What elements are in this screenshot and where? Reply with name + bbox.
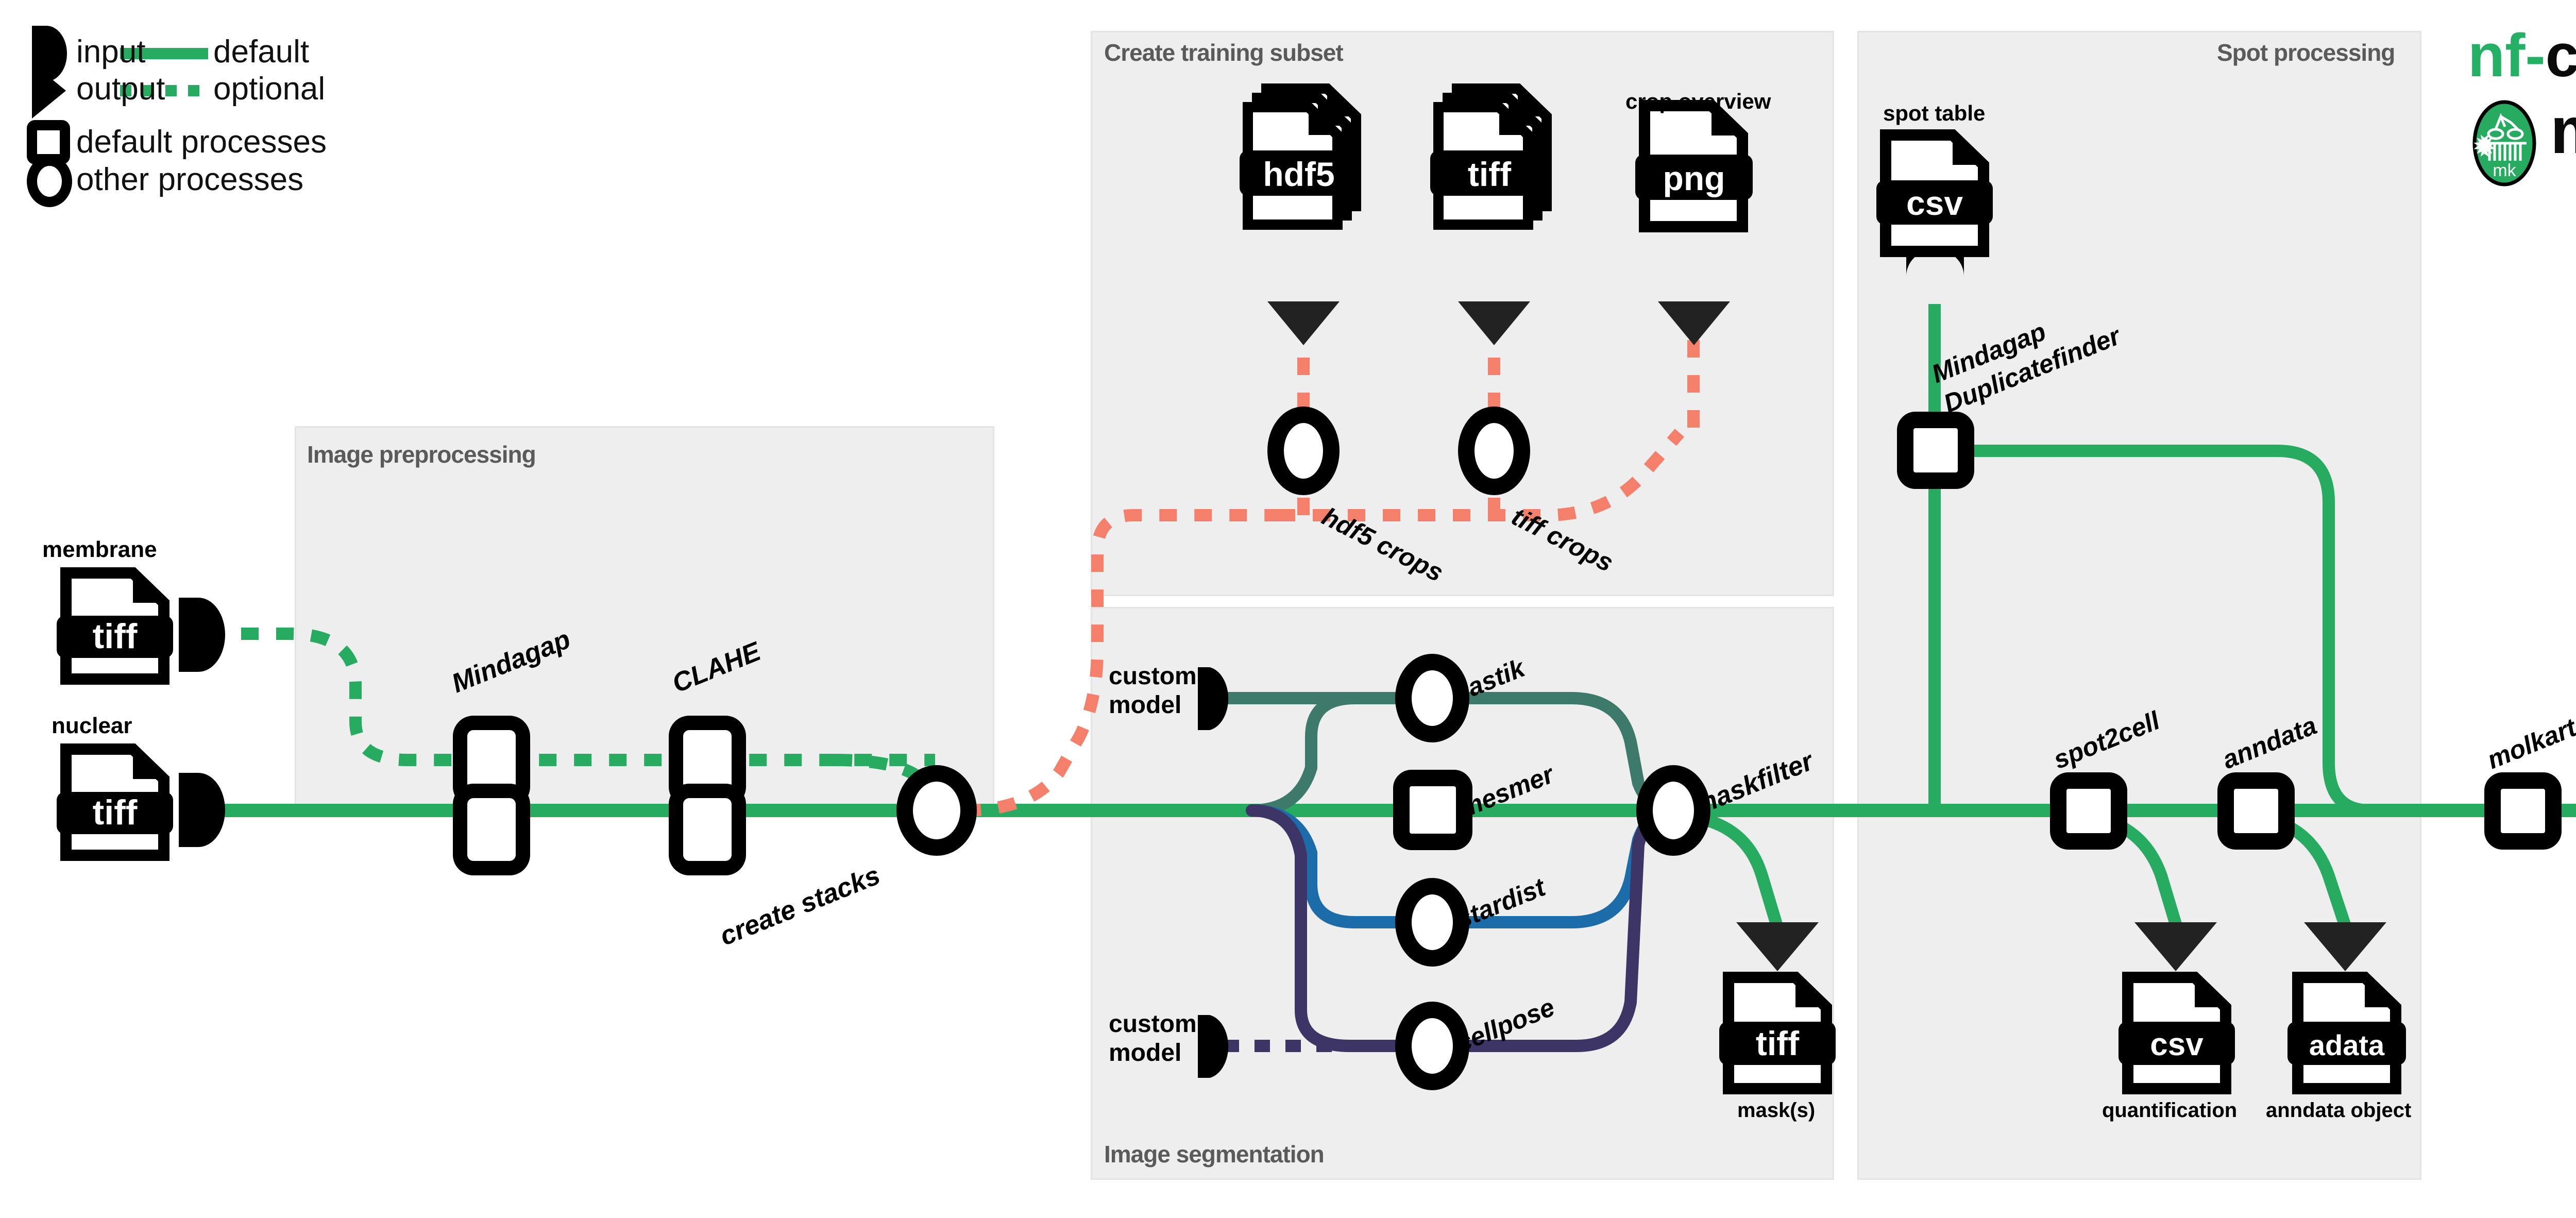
legend-default-process-icon — [27, 120, 70, 164]
file-icon-hdf5-crops: hdf5 — [1236, 77, 1376, 237]
legend-label-default-processes: default processes — [76, 124, 327, 160]
node-tiff-crops[interactable] — [1458, 407, 1530, 495]
svg-text:tiff: tiff — [1756, 1024, 1800, 1062]
svg-text:csv: csv — [1906, 184, 1963, 222]
svg-text:hdf5: hdf5 — [1263, 155, 1334, 193]
node-ilastik[interactable] — [1395, 654, 1469, 742]
legend-label-other-processes: other processes — [76, 162, 304, 197]
panel-title-image-segmentation: Image segmentation — [1104, 1141, 1325, 1168]
file-caption-membrane: membrane — [42, 537, 157, 562]
file-caption-masks: mask(s) — [1737, 1099, 1816, 1122]
legend-input-icon — [32, 26, 67, 81]
logo-molkart-text: molkart — [2550, 93, 2576, 168]
legend-label-output: output — [76, 71, 165, 107]
arrow-masks — [1736, 922, 1819, 971]
svg-text:tiff: tiff — [93, 617, 138, 656]
arrow-crop-overview — [1658, 301, 1730, 345]
file-icon-quantification-csv: csv — [2117, 971, 2236, 1095]
legend-other-process-icon — [27, 156, 72, 207]
logo-core-text: core/ — [2545, 22, 2576, 90]
node-mindagap-duplicatefinder[interactable] — [1897, 412, 1974, 489]
svg-text:adata: adata — [2309, 1029, 2385, 1061]
arrow-tiff-crops — [1458, 301, 1530, 345]
logo-nf-text: nf- — [2468, 22, 2546, 90]
svg-text:tiff: tiff — [1468, 155, 1512, 193]
node-maskfilter[interactable] — [1636, 765, 1710, 856]
arrow-quantification — [2134, 922, 2217, 971]
edge-duplicatefinder-right — [1949, 445, 2376, 817]
input-connector-membrane — [179, 598, 225, 672]
node-cellpose[interactable] — [1395, 1002, 1469, 1090]
panel-title-spot-processing: Spot processing — [2217, 39, 2395, 66]
logo-molkart-badge-icon: mk — [2472, 100, 2536, 187]
arrow-anndata-object — [2304, 922, 2386, 971]
node-clahe[interactable] — [669, 716, 746, 875]
file-caption-anndata-object: anndata object — [2266, 1099, 2412, 1122]
node-mesmer[interactable] — [1393, 770, 1472, 850]
legend-label-optional-line: optional — [213, 71, 326, 107]
edge-crops-optional-horizontal — [1278, 429, 1685, 521]
node-mindagap[interactable] — [453, 716, 530, 875]
node-stardist[interactable] — [1395, 878, 1469, 967]
edge-crops-optional-trunk — [963, 509, 1278, 817]
legend-label-default-line: default — [213, 34, 310, 70]
file-icon-spot-table-csv: csv — [1875, 129, 1994, 258]
legend-label-input: input — [76, 34, 146, 70]
svg-text:csv: csv — [2150, 1027, 2204, 1062]
arrow-hdf5-crops — [1267, 301, 1340, 345]
panel-title-create-training-subset: Create training subset — [1104, 39, 1344, 66]
input-connector-custom-model-cellpose — [1198, 1015, 1229, 1078]
node-spot2cell[interactable] — [2050, 772, 2127, 850]
panel-title-image-preprocessing: Image preprocessing — [307, 441, 536, 468]
file-caption-quantification: quantification — [2102, 1099, 2238, 1122]
file-icon-nuclear-tiff: tiff — [56, 743, 174, 861]
file-icon-tiff-crops: tiff — [1427, 77, 1566, 237]
edge-membrane-optional — [206, 628, 935, 766]
file-icon-mask-tiff: tiff — [1718, 971, 1837, 1095]
legend-output-icon — [32, 63, 66, 119]
input-connector-custom-model-ilastik — [1198, 667, 1229, 730]
panel-image-preprocessing — [295, 426, 994, 809]
file-caption-spot-table: spot table — [1883, 101, 1986, 125]
file-icon-crop-overview-png: png — [1633, 95, 1754, 237]
input-connector-nuclear — [179, 773, 225, 847]
node-create-stacks[interactable] — [896, 765, 977, 856]
node-anndata[interactable] — [2217, 772, 2295, 850]
logo-nf-core-molkart: nf-core/ mk molkart — [2468, 21, 2576, 211]
logo-badge-text: mk — [2493, 161, 2516, 180]
file-caption-nuclear: nuclear — [52, 713, 132, 738]
svg-text:png: png — [1663, 159, 1725, 197]
file-icon-anndata-adata: adata — [2287, 971, 2406, 1095]
node-molkartqc[interactable] — [2484, 772, 2562, 850]
svg-text:tiff: tiff — [93, 793, 138, 832]
file-icon-membrane-tiff: tiff — [56, 567, 174, 685]
file-caption-crop-overview: crop overview — [1625, 89, 1771, 113]
node-hdf5-crops[interactable] — [1267, 407, 1340, 495]
